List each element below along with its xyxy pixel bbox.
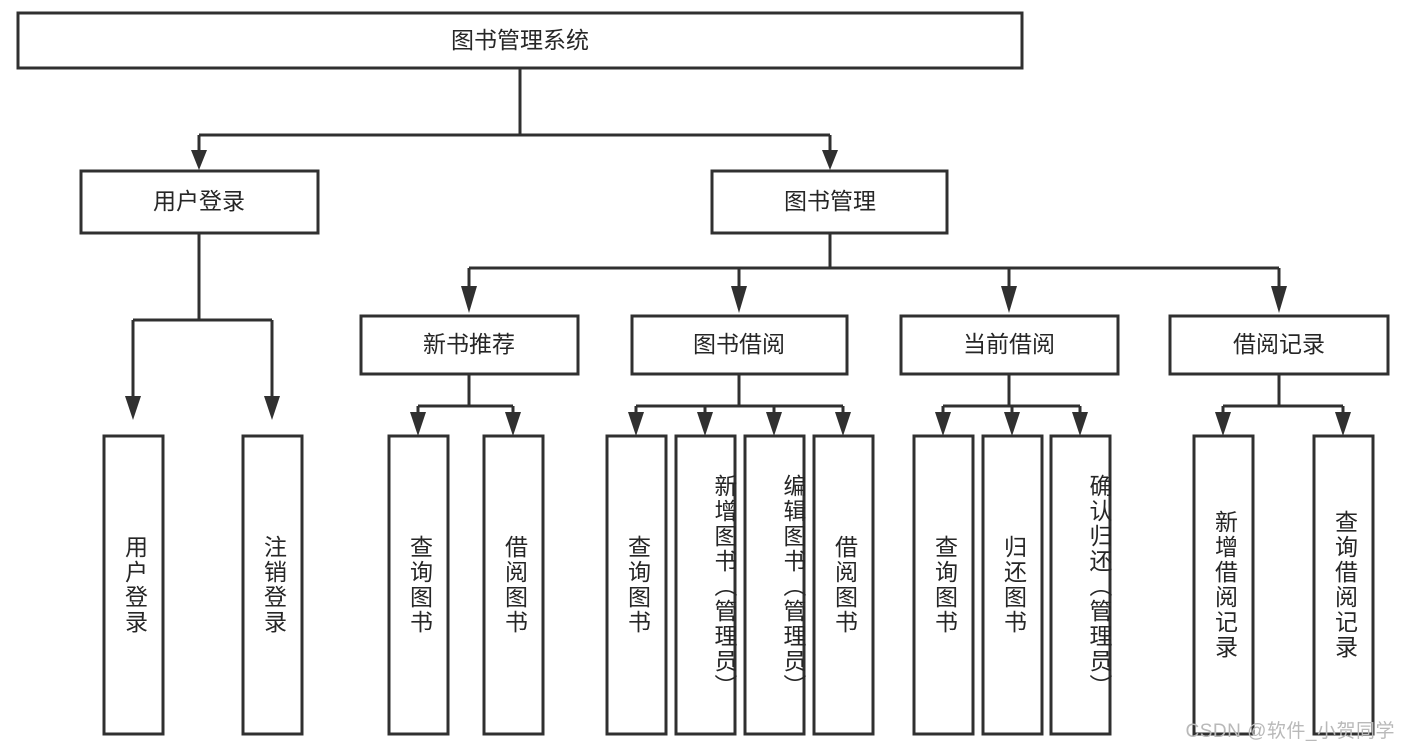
arrow-head-current-borrow [1001,286,1017,313]
leaf-box-new-book-1[interactable] [387,434,450,736]
node-current-borrow-label: 当前借阅 [963,331,1055,357]
node-user-login-label: 用户登录 [153,188,245,214]
node-new-book-recommend-box [359,314,580,376]
arrow-head-leaf-new-book-2 [505,412,521,436]
leaf-box-borrow-record-1[interactable] [1192,434,1255,736]
node-borrow-record-label: 借阅记录 [1233,331,1325,357]
node-root-book-system[interactable]: 图书管理系统 [16,11,1024,70]
arrow-head-book-manage [822,150,838,170]
leaf-boxes-book-borrow [605,434,875,736]
leaf-box-book-borrow-2[interactable] [674,434,737,736]
arrow-head-leaf-book-borrow-1 [628,412,644,436]
node-root-box [16,11,1024,70]
arrow-head-leaf-borrow-record-2 [1335,412,1351,436]
connector-user-login-to-leaves [125,233,280,420]
leaf-box-user-login-1[interactable] [102,434,165,736]
node-user-login-box [79,169,320,235]
node-book-manage-label: 图书管理 [784,188,876,214]
node-borrow-record[interactable]: 借阅记录 [1168,314,1390,376]
leaf-box-current-borrow-3[interactable] [1049,434,1112,736]
node-current-borrow[interactable]: 当前借阅 [899,314,1120,376]
node-root-label: 图书管理系统 [451,27,589,53]
leaf-boxes-new-book-recommend [387,434,545,736]
connector-current-borrow-to-leaves [935,374,1088,436]
leaf-box-current-borrow-1[interactable] [912,434,975,736]
arrow-head-leaf-user-login-2 [264,396,280,420]
node-new-book-recommend-label: 新书推荐 [423,331,515,357]
node-book-borrow-label: 图书借阅 [693,331,785,357]
node-new-book-recommend[interactable]: 新书推荐 [359,314,580,376]
node-current-borrow-box [899,314,1120,376]
arrow-head-leaf-book-borrow-4 [835,412,851,436]
connector-book-manage-to-level3 [461,233,1287,313]
arrow-head-leaf-current-borrow-2 [1004,412,1020,436]
arrow-head-user-login [191,150,207,170]
arrow-head-leaf-current-borrow-1 [935,412,951,436]
leaf-box-book-borrow-1[interactable] [605,434,668,736]
node-book-borrow[interactable]: 图书借阅 [630,314,849,376]
leaf-box-borrow-record-2[interactable] [1312,434,1375,736]
leaf-box-current-borrow-2[interactable] [981,434,1044,736]
leaf-boxes-borrow-record [1192,434,1375,736]
leaf-box-book-borrow-3[interactable] [743,434,806,736]
leaf-boxes-user-login [102,434,304,736]
node-book-manage[interactable]: 图书管理 [710,169,949,235]
leaf-box-new-book-2[interactable] [482,434,545,736]
leaf-box-book-borrow-4[interactable] [812,434,875,736]
connector-borrow-record-to-leaves [1215,374,1351,436]
arrow-head-leaf-current-borrow-3 [1072,412,1088,436]
arrow-head-leaf-new-book-1 [410,412,426,436]
node-book-borrow-box [630,314,849,376]
connector-book-borrow-to-leaves [628,374,851,436]
leaf-box-user-login-2[interactable] [241,434,304,736]
arrow-head-leaf-borrow-record-1 [1215,412,1231,436]
node-user-login[interactable]: 用户登录 [79,169,320,235]
node-book-manage-box [710,169,949,235]
arrow-head-leaf-book-borrow-3 [766,412,782,436]
csdn-watermark: CSDN @软件_小贺同学 [1185,721,1395,742]
arrow-head-borrow-record [1271,286,1287,313]
leaf-boxes-current-borrow [912,434,1112,736]
connector-new-book-to-leaves [410,374,521,436]
arrow-head-leaf-user-login-1 [125,396,141,420]
connector-root-to-level2 [191,69,838,170]
arrow-head-leaf-book-borrow-2 [697,412,713,436]
node-borrow-record-box [1168,314,1390,376]
arrow-head-book-borrow [731,286,747,313]
arrow-head-new-book [461,286,477,313]
